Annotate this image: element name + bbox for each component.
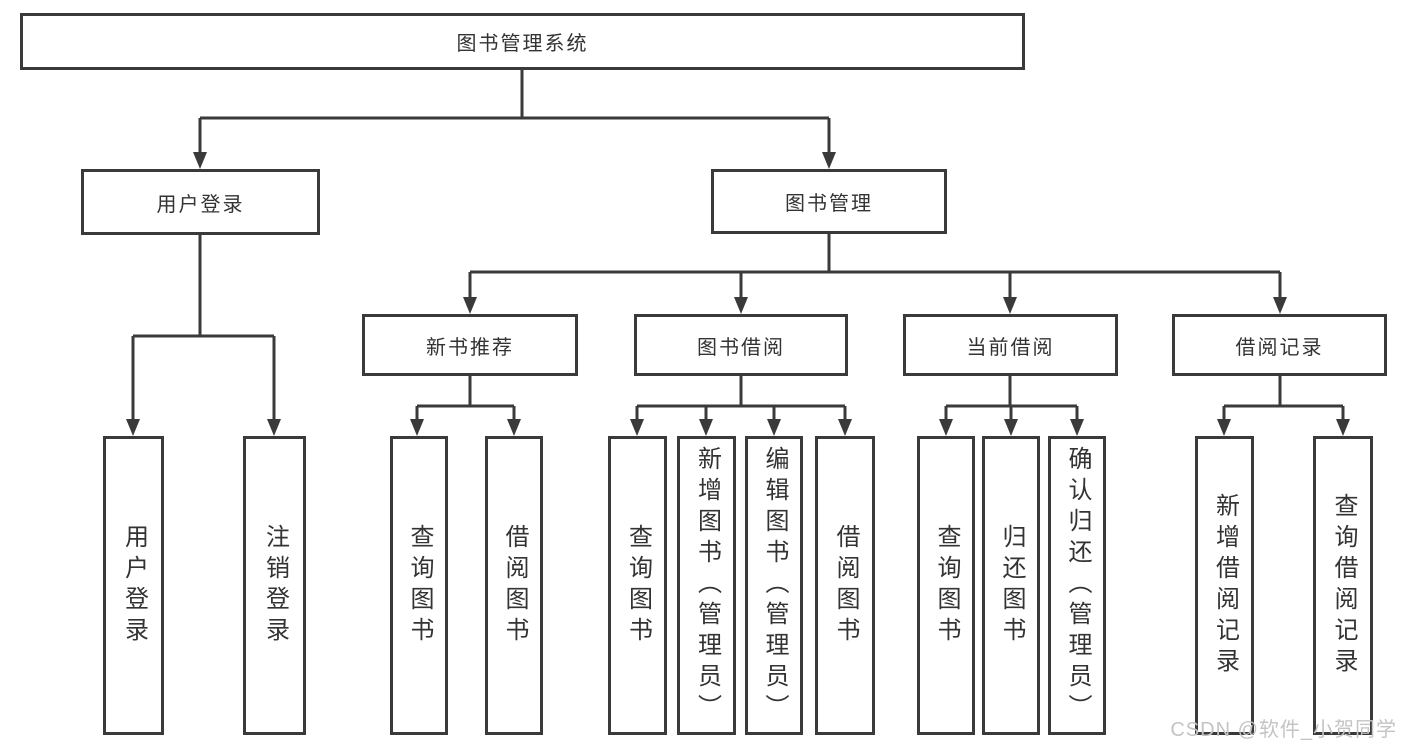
node-label: 确认归还（管理员） <box>1064 446 1091 725</box>
leaf-logout: 注销登录 <box>243 436 306 735</box>
node-label: 用户登录 <box>156 193 245 216</box>
node-label: 新书推荐 <box>426 336 514 359</box>
leaf-borrow-books-borrowing: 借阅图书 <box>815 436 875 735</box>
node-label: 查询借阅记录 <box>1330 492 1357 679</box>
node-label: 新增图书（管理员） <box>693 446 721 725</box>
node-label: 借阅图书 <box>832 523 859 648</box>
node-label: 查询图书 <box>624 523 652 648</box>
node-label: 新增借阅记录 <box>1211 492 1239 679</box>
node-label: 编辑图书（管理员） <box>761 446 788 725</box>
node-label: 当前借阅 <box>966 336 1055 359</box>
node-label: 图书管理 <box>785 193 873 215</box>
leaf-query-borrow-record: 查询借阅记录 <box>1313 436 1373 735</box>
node-new-book-recommend: 新书推荐 <box>362 314 578 376</box>
node-label: 借阅记录 <box>1235 336 1324 359</box>
node-book-borrowing: 图书借阅 <box>634 314 848 376</box>
leaf-query-books-borrowing: 查询图书 <box>608 436 667 735</box>
leaf-borrow-books-recommend: 借阅图书 <box>485 436 543 735</box>
leaf-return-book: 归还图书 <box>982 436 1040 735</box>
node-label: 用户登录 <box>120 523 148 648</box>
node-current-borrowing: 当前借阅 <box>903 314 1118 376</box>
node-label: 注销登录 <box>261 523 289 648</box>
leaf-user-login: 用户登录 <box>103 436 164 735</box>
watermark: CSDN @软件_小贺同学 <box>1170 719 1397 741</box>
leaf-query-books-current: 查询图书 <box>917 436 975 735</box>
node-label: 查询图书 <box>406 523 433 648</box>
node-book-management: 图书管理 <box>711 169 947 234</box>
node-borrowing-records: 借阅记录 <box>1172 314 1387 376</box>
leaf-add-borrow-record: 新增借阅记录 <box>1195 436 1254 735</box>
node-library-management-system: 图书管理系统 <box>20 13 1025 70</box>
leaf-add-book-admin: 新增图书（管理员） <box>677 436 736 735</box>
node-label: 图书管理系统 <box>456 33 589 55</box>
node-label: 图书借阅 <box>697 336 785 359</box>
node-label: 借阅图书 <box>501 523 528 648</box>
node-user-login-group: 用户登录 <box>81 169 320 235</box>
leaf-edit-book-admin: 编辑图书（管理员） <box>745 436 803 735</box>
leaf-query-books-recommend: 查询图书 <box>390 436 448 735</box>
leaf-confirm-return-admin: 确认归还（管理员） <box>1048 436 1106 735</box>
node-label: 查询图书 <box>933 523 960 648</box>
node-label: 归还图书 <box>998 523 1025 648</box>
